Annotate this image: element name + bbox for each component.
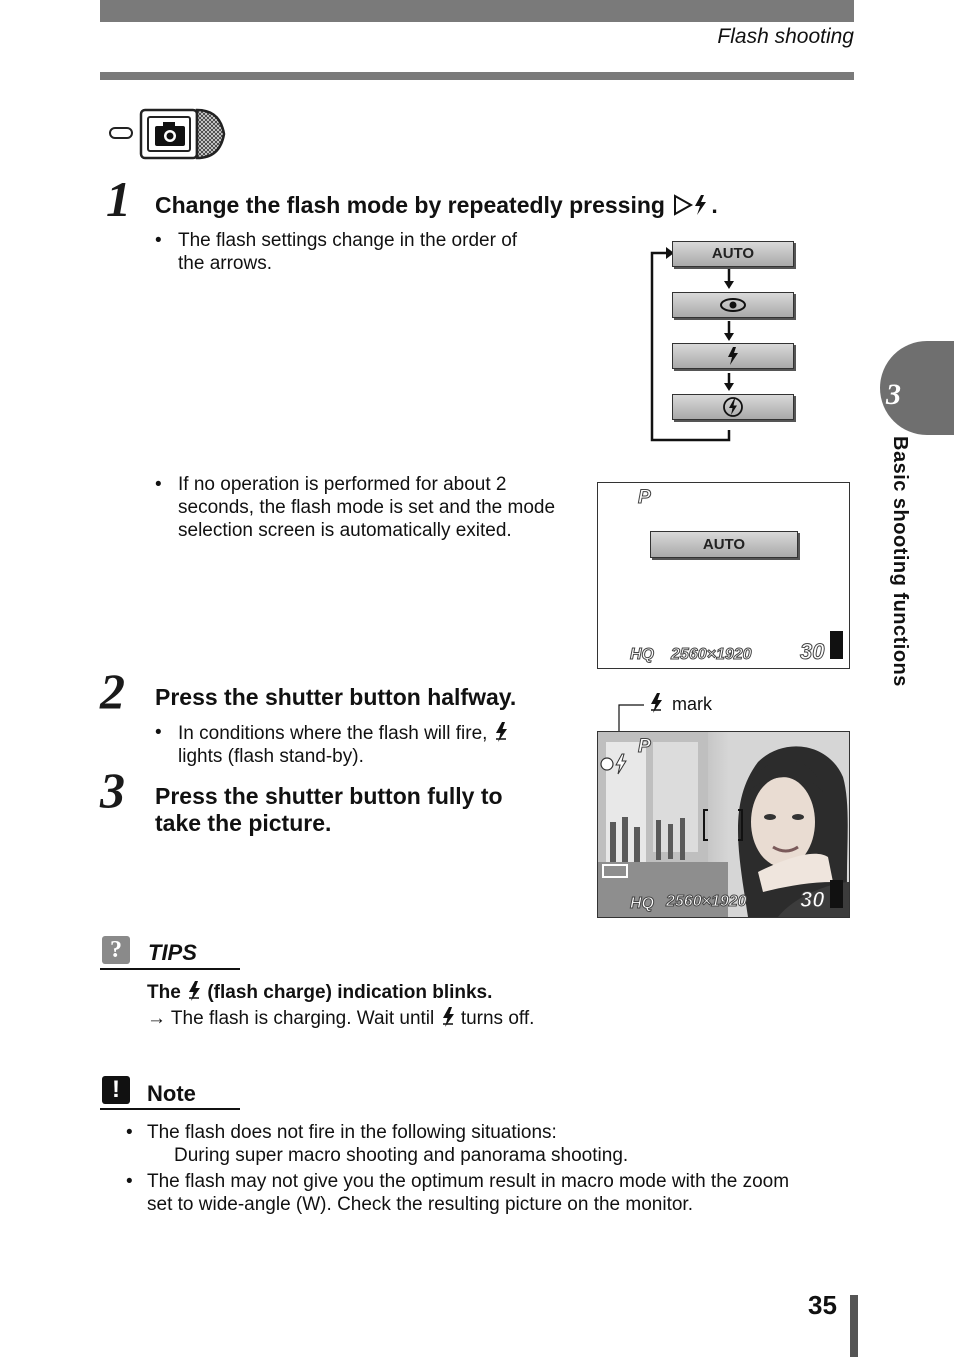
flash-icon — [442, 1007, 454, 1027]
chapter-tab — [880, 341, 954, 435]
bullet-line: selection screen is automatically exited… — [178, 520, 512, 541]
bullet-line-text: In conditions where the flash will fire, — [178, 723, 488, 744]
flash-mode-cycle-diagram: AUTO — [640, 235, 810, 450]
note-line: During super macro shooting and panorama… — [174, 1145, 629, 1166]
note-line: The flash may not give you the optimum r… — [147, 1171, 790, 1192]
flash-mode-red-eye — [672, 292, 794, 318]
bullet-item: • The flash settings change in the order… — [155, 229, 598, 275]
right-arrow-flash-icon — [674, 194, 707, 216]
bullet-line: The flash settings change in the order o… — [178, 230, 518, 251]
note-title: Note — [147, 1081, 196, 1106]
flash-forced-icon — [728, 347, 738, 366]
header-bottom-bar — [100, 72, 854, 80]
shooting-mode-indicator: P — [638, 736, 652, 758]
flash-icon — [495, 722, 507, 742]
shots-remaining: 30 — [799, 887, 825, 913]
step-heading: Press the shutter button fully to take t… — [155, 783, 503, 837]
flash-mode-auto-label: AUTO — [711, 245, 755, 262]
flash-mode-forced — [672, 343, 794, 369]
step-number: 3 — [100, 762, 125, 818]
bullet-item: • If no operation is performed for about… — [155, 473, 608, 542]
bullet-line: If no operation is performed for about 2 — [178, 474, 507, 495]
note-item: • The flash does not fire in the followi… — [126, 1121, 867, 1167]
header-top-bar — [100, 0, 854, 22]
image-quality: HQ — [630, 646, 655, 664]
tips-heading-suffix: (flash charge) indication blinks. — [207, 982, 493, 1003]
tips-text-prefix: → The flash is charging. Wait until — [147, 1008, 435, 1029]
flash-mode-auto: AUTO — [672, 241, 794, 267]
tips-icon: ? — [102, 936, 130, 964]
note-underline — [100, 1108, 240, 1110]
chapter-number: 3 — [886, 378, 901, 411]
tips-text-suffix: turns off. — [460, 1008, 535, 1029]
flash-off-icon — [723, 397, 743, 417]
flash-icon — [189, 981, 201, 1001]
step-heading-period: . — [711, 192, 718, 218]
resolution: 2560×1920 — [671, 646, 753, 664]
step-heading: Change the flash mode by repeatedly pres… — [155, 192, 718, 219]
header-title: Flash shooting — [717, 25, 854, 48]
selected-flash-mode: AUTO — [650, 531, 798, 558]
tips-text: → The flash is charging. Wait until turn… — [147, 1006, 534, 1030]
page-number: 35 — [808, 1290, 837, 1320]
bullet-item: • In conditions where the flash will fir… — [155, 721, 598, 768]
tips-underline — [100, 968, 240, 970]
chapter-label: Basic shooting functions — [889, 436, 911, 687]
resolution: 2560×1920 — [666, 893, 748, 911]
bullet-line: lights (flash stand-by). — [178, 746, 364, 767]
note-line: The flash does not fire in the following… — [147, 1122, 557, 1143]
callout-label: mark — [672, 694, 712, 714]
step-number: 2 — [100, 663, 125, 719]
step-heading-line: Press the shutter button fully to — [155, 783, 503, 809]
step-heading: Press the shutter button halfway. — [155, 684, 517, 710]
photo-scene — [598, 732, 849, 917]
bullet-line: the arrows. — [178, 253, 272, 274]
step-heading-text: Change the flash mode by repeatedly pres… — [155, 192, 665, 218]
tips-heading-prefix: The — [147, 982, 181, 1003]
image-quality: HQ — [630, 895, 655, 913]
bullet-line: seconds, the flash mode is set and the m… — [178, 497, 556, 518]
note-line: set to wide-angle (W). Check the resulti… — [147, 1194, 693, 1215]
red-eye-reduction-icon — [720, 298, 746, 313]
page-number-bar — [850, 1295, 858, 1357]
note-icon: ! — [102, 1076, 130, 1104]
note-item: • The flash may not give you the optimum… — [126, 1170, 867, 1216]
card-indicator — [830, 631, 843, 659]
lcd-screen-flash-select: P AUTO HQ 2560×1920 30 — [597, 482, 850, 669]
card-indicator — [830, 880, 843, 908]
tips-heading: The (flash charge) indication blinks. — [147, 980, 492, 1004]
selected-flash-mode-label: AUTO — [702, 536, 746, 553]
flash-mode-off — [672, 394, 794, 420]
shooting-mode-indicator: P — [638, 487, 652, 509]
bullet-line: In conditions where the flash will fire, — [178, 721, 598, 745]
flash-icon — [651, 693, 662, 713]
lcd-screen-photo-preview: P HQ 2560×1920 30 — [597, 731, 850, 918]
step-number: 1 — [106, 171, 131, 227]
camera-mode-dial-icon — [109, 108, 226, 160]
shots-remaining: 30 — [799, 639, 825, 665]
tips-title: TIPS — [148, 940, 197, 965]
step-heading-line: take the picture. — [155, 810, 332, 836]
cycle-arrows — [650, 247, 734, 442]
